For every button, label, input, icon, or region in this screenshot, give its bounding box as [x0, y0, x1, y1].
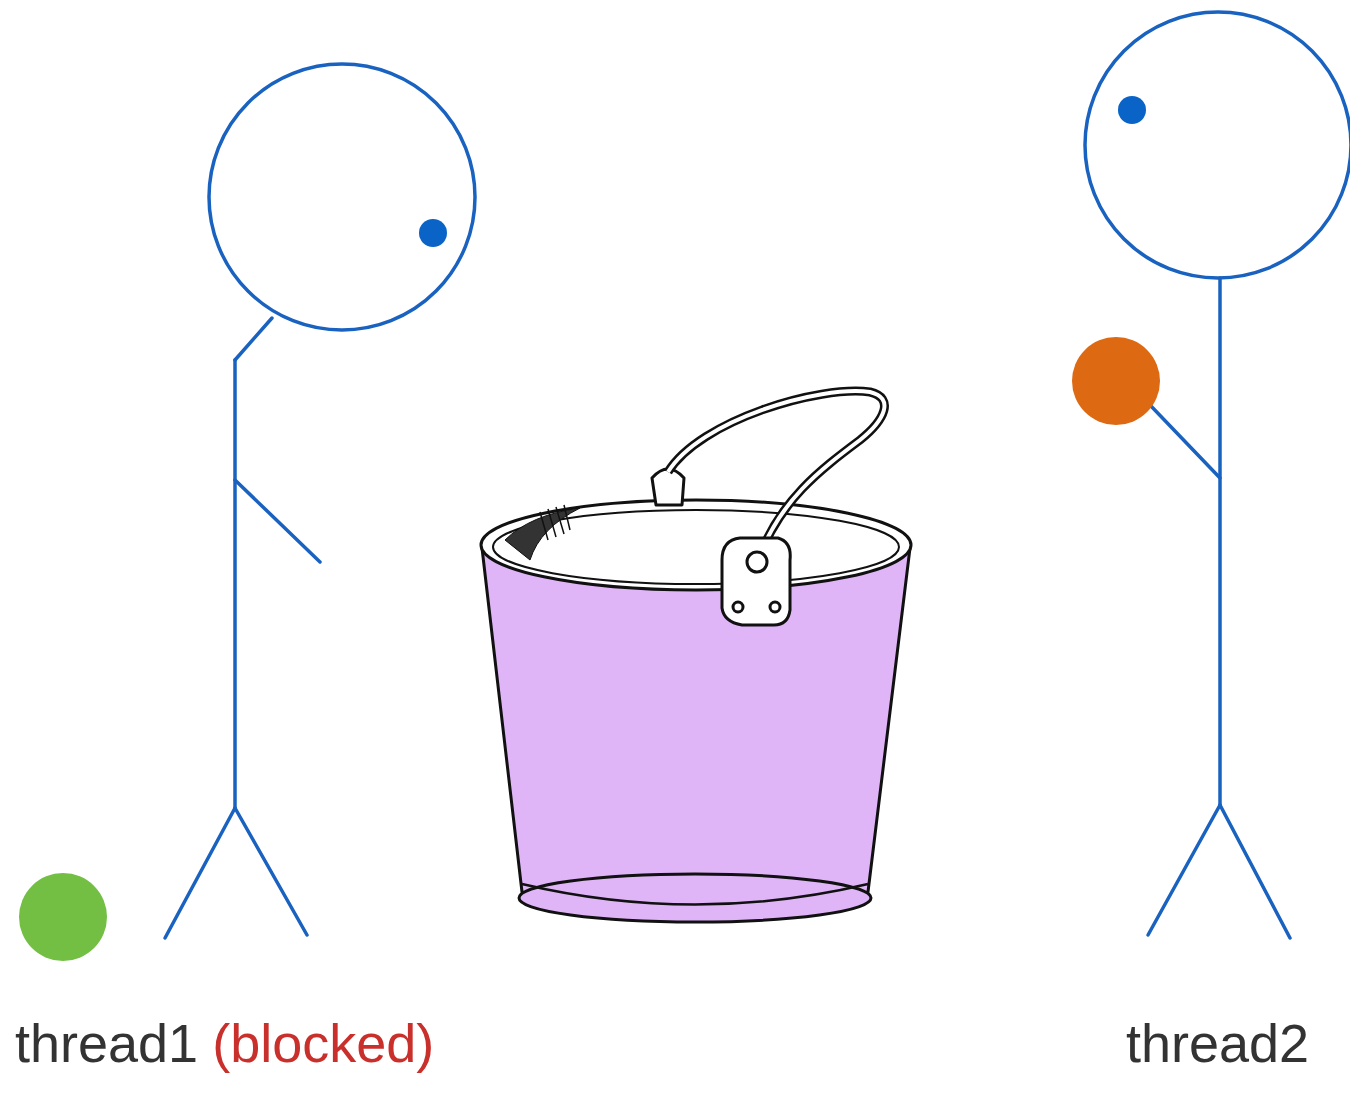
rivet [747, 552, 767, 572]
ball [19, 873, 107, 961]
rivet [770, 602, 780, 612]
leg [1148, 805, 1220, 935]
leg [165, 808, 235, 938]
thread-label: thread1 [15, 1016, 198, 1070]
bucket-base [519, 874, 871, 922]
rivet [733, 602, 743, 612]
bucket-rim [481, 500, 911, 590]
handle-highlight [668, 391, 884, 560]
handle [668, 391, 884, 560]
label-row: thread1 (blocked) [15, 1016, 434, 1070]
neck [235, 318, 272, 360]
body [1218, 278, 1222, 805]
bucket-body [482, 548, 910, 911]
arm [1150, 405, 1220, 478]
bucket-shadow [505, 508, 580, 560]
stick-figure [1085, 12, 1350, 938]
body [233, 360, 237, 808]
eye [1118, 96, 1146, 124]
handle-ear [652, 469, 684, 505]
handle-bracket [722, 538, 790, 625]
thread-label: (blocked) [212, 1016, 434, 1070]
bucket [481, 391, 911, 922]
head [209, 64, 475, 330]
stick-figure [165, 64, 475, 938]
hatching [540, 505, 570, 540]
arm [235, 480, 320, 562]
ball [1072, 337, 1160, 425]
thread-label: thread2 [1126, 1016, 1309, 1070]
leg [1220, 805, 1290, 938]
head [1085, 12, 1350, 278]
leg [235, 808, 307, 935]
bucket-rim-bottom [522, 884, 868, 905]
eye [419, 219, 447, 247]
label-row: thread2 [1126, 1016, 1309, 1070]
